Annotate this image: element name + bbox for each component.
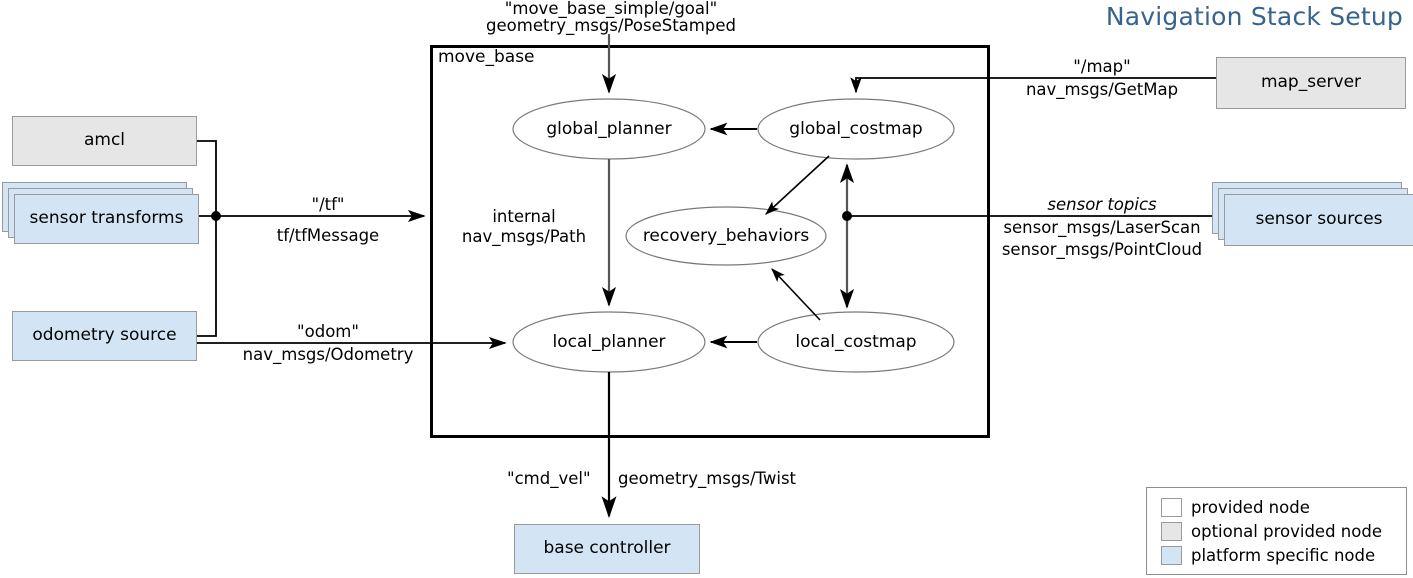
legend-label-platform: platform specific node (1191, 545, 1376, 565)
edge-label-sensor-type-1: sensor_msgs/LaserScan (1003, 218, 1201, 237)
node-global-planner[interactable]: global_planner (546, 119, 672, 139)
edge-label-map-topic: "/map" (1073, 57, 1131, 76)
legend-item-provided: provided node (1161, 495, 1394, 519)
node-odometry-source[interactable]: odometry source (12, 311, 197, 361)
edge-label-tf-topic: "/tf" (311, 195, 345, 214)
wire-map-to-global-costmap (850, 77, 1216, 94)
node-local-planner[interactable]: local_planner (552, 332, 666, 352)
node-map-server[interactable]: map_server (1216, 57, 1406, 109)
node-global-costmap[interactable]: global_costmap (789, 119, 923, 139)
ellipse-local-costmap (757, 311, 955, 373)
legend-swatch-optional (1161, 521, 1182, 541)
node-base-controller[interactable]: base controller (514, 524, 700, 574)
wire-odom-to-tf-bus (197, 216, 217, 337)
legend-swatch-platform (1161, 545, 1182, 565)
edge-label-tf-type: tf/tfMessage (276, 226, 380, 245)
legend-swatch-provided (1161, 497, 1182, 517)
node-recovery-behaviors[interactable]: recovery_behaviors (642, 226, 810, 246)
node-sensor-transforms[interactable]: sensor transforms (14, 194, 199, 244)
node-sensor-sources[interactable]: sensor sources (1224, 194, 1413, 246)
legend: provided node optional provided node pla… (1146, 487, 1407, 575)
legend-item-platform: platform specific node (1161, 543, 1394, 567)
edge-label-internal-word: internal (492, 207, 556, 226)
edge-label-goal-topic: "move_base_simple/goal" (504, 0, 718, 18)
edge-label-cmdvel-topic: "cmd_vel" (507, 469, 591, 488)
edge-label-cmdvel-type: geometry_msgs/Twist (618, 469, 797, 488)
edge-label-odom-type: nav_msgs/Odometry (242, 345, 414, 364)
edge-label-map-type: nav_msgs/GetMap (1025, 80, 1179, 99)
ellipse-global-costmap (757, 98, 955, 160)
wire-amcl-to-tf-bus (197, 140, 217, 216)
ellipse-recovery-behaviors (625, 206, 827, 266)
node-amcl[interactable]: amcl (12, 116, 197, 166)
edge-label-goal-type: geometry_msgs/PoseStamped (486, 16, 736, 35)
move-base-label: move_base (438, 47, 535, 67)
edge-label-internal-type: nav_msgs/Path (461, 227, 587, 246)
move-base-container-frame (430, 45, 990, 438)
junction-dot-sensor-bus (842, 211, 852, 221)
node-local-costmap[interactable]: local_costmap (795, 332, 917, 352)
junction-dot-tf-bus (211, 211, 221, 221)
wire-global-costmap-to-recovery (765, 155, 830, 215)
page-title: Navigation Stack Setup (1105, 2, 1403, 31)
legend-label-provided: provided node (1191, 497, 1310, 517)
edge-label-sensor-type-2: sensor_msgs/PointCloud (1001, 240, 1203, 259)
legend-label-optional: optional provided node (1191, 521, 1382, 541)
legend-item-optional: optional provided node (1161, 519, 1394, 543)
edge-label-sensor-topics: sensor topics (1047, 195, 1157, 214)
wire-local-costmap-to-recovery (771, 268, 821, 321)
edge-label-odom-topic: "odom" (297, 322, 359, 341)
